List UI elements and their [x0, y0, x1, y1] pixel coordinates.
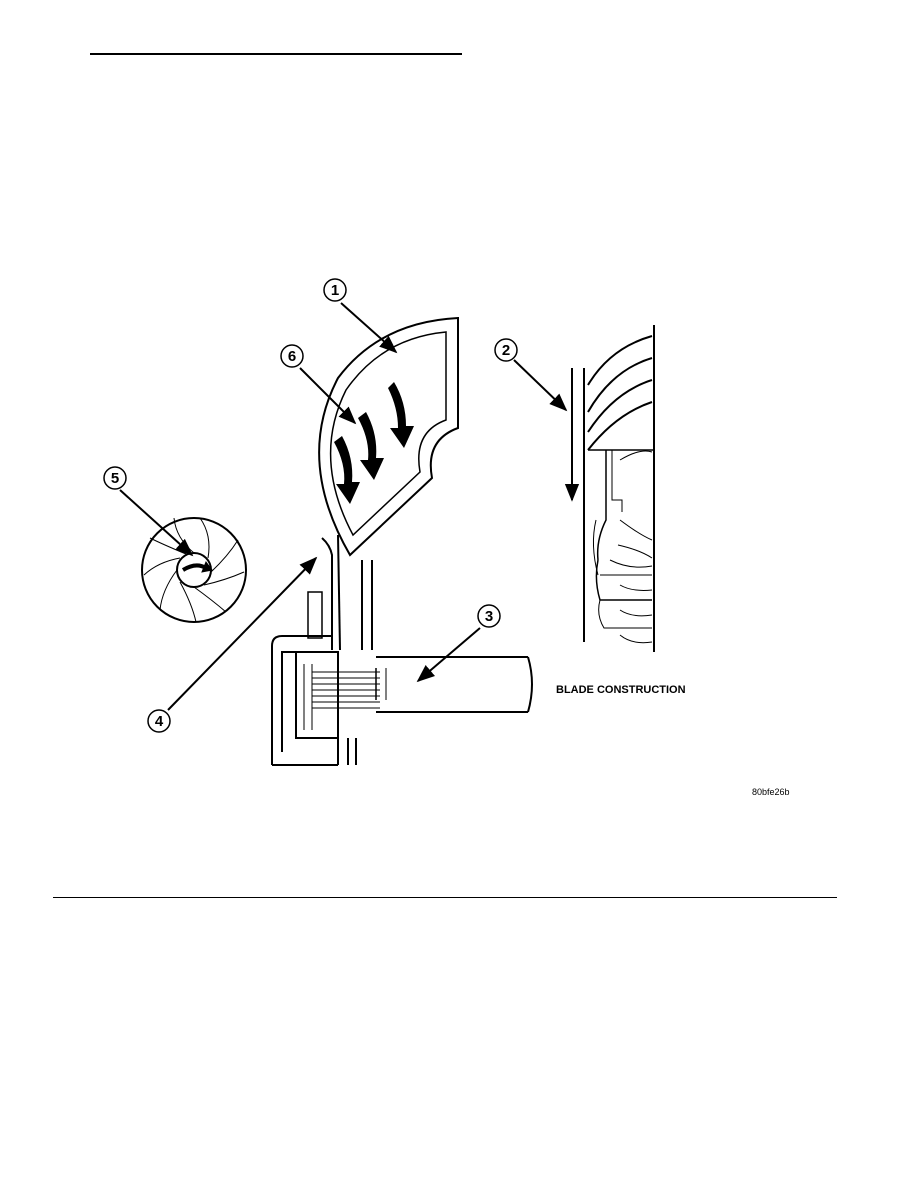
svg-text:4: 4: [155, 713, 164, 730]
flow-arrows: [334, 382, 414, 504]
svg-text:1: 1: [331, 282, 339, 299]
figure-caption: BLADE CONSTRUCTION: [556, 684, 686, 696]
spline-hatching: [303, 664, 380, 730]
turbine-shaft: [375, 656, 533, 713]
header-rule: [90, 53, 462, 55]
blade-construction-cutaway: [564, 325, 655, 652]
callout-3: 3: [477, 604, 501, 628]
callout-2: 2: [494, 338, 518, 362]
callout-5: 5: [103, 466, 127, 490]
svg-text:2: 2: [502, 342, 510, 359]
leader-lines: [119, 302, 568, 711]
section-divider: [53, 897, 837, 898]
callout-6: 6: [280, 344, 304, 368]
figure-id: 80bfe26b: [752, 787, 790, 797]
callout-4: 4: [147, 709, 171, 733]
svg-text:6: 6: [288, 348, 296, 365]
hub-assembly: [271, 534, 373, 766]
svg-text:5: 5: [111, 470, 119, 487]
svg-text:3: 3: [485, 608, 493, 625]
callout-1: 1: [323, 278, 347, 302]
blade-sector: [318, 316, 459, 557]
stator-wheel: [141, 517, 247, 623]
